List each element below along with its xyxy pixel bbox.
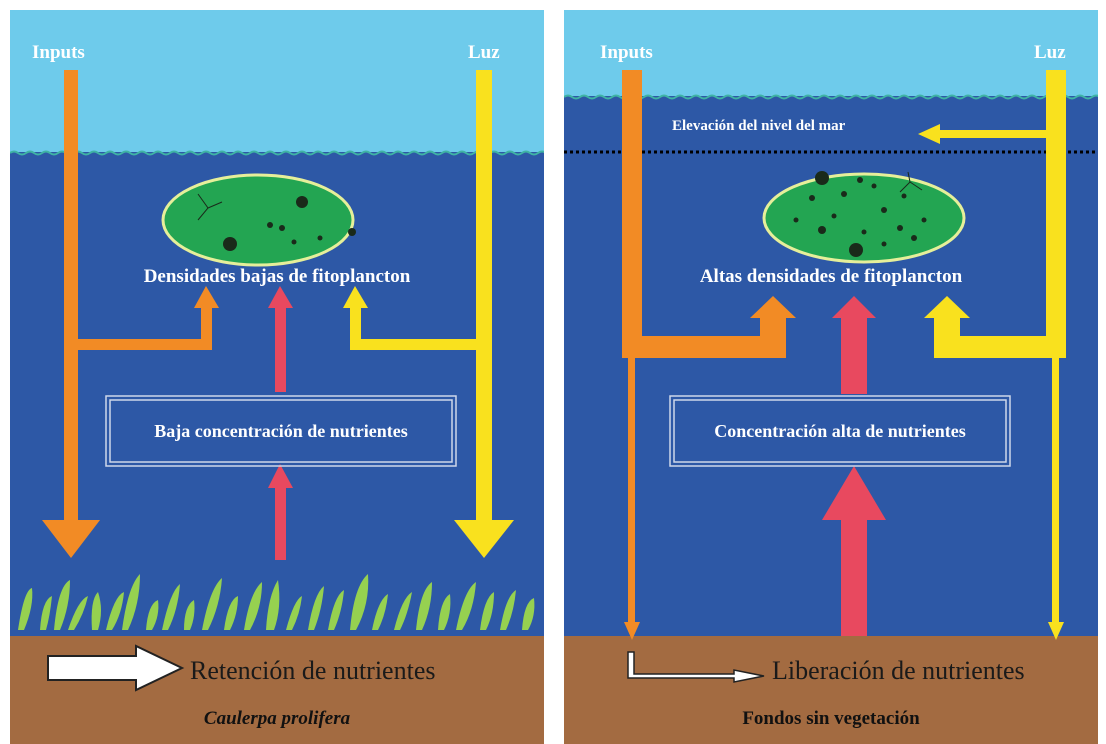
panel-left-diagram (10, 10, 544, 744)
sky (564, 10, 1098, 96)
bottom-type-label: Caulerpa prolifera (203, 708, 351, 729)
panel-caulerpa: Inputs Luz Densidades bajas de fitoplanc… (10, 10, 544, 744)
light-flow (343, 70, 514, 558)
bottom-type-label: Fondos sin vegetación (742, 708, 920, 729)
inputs-label: Inputs (600, 42, 653, 63)
sky (10, 10, 544, 152)
phytoplankton-cell (161, 173, 355, 267)
inputs-flow (622, 70, 796, 640)
phytoplankton-density-label: Altas densidades de fitoplancton (699, 266, 963, 287)
sediment-process-label: Liberación de nutrientes (772, 656, 1025, 685)
phytoplankton-density-label: Densidades bajas de fitoplancton (143, 266, 411, 287)
nutrient-flow (822, 296, 886, 636)
release-arrow (627, 651, 765, 683)
light-label: Luz (1034, 42, 1066, 63)
retention-arrow (47, 644, 185, 692)
phytoplankton-organisms (223, 196, 356, 251)
light-label: Luz (468, 42, 500, 63)
inputs-flow (42, 70, 219, 558)
phytoplankton-organisms (793, 171, 927, 257)
sea-level-rise-label: Elevación del nivel del mar (672, 118, 846, 134)
sediment (564, 636, 1098, 744)
sediment (10, 636, 544, 744)
light-flow (918, 70, 1066, 640)
nutrient-concentration-label: Concentración alta de nutrientes (714, 420, 966, 441)
phytoplankton-cell (762, 172, 966, 264)
panel-right-diagram (564, 10, 1098, 744)
nutrient-concentration-label: Baja concentración de nutrientes (154, 420, 408, 441)
water-surface-wave (564, 94, 1098, 100)
panel-bare-bottom: Inputs Luz Elevación del nivel del mar A… (564, 10, 1098, 744)
sediment-process-label: Retención de nutrientes (190, 656, 436, 685)
nutrient-flow (268, 286, 293, 560)
inputs-label: Inputs (32, 42, 85, 63)
seagrass-bed (18, 574, 535, 630)
